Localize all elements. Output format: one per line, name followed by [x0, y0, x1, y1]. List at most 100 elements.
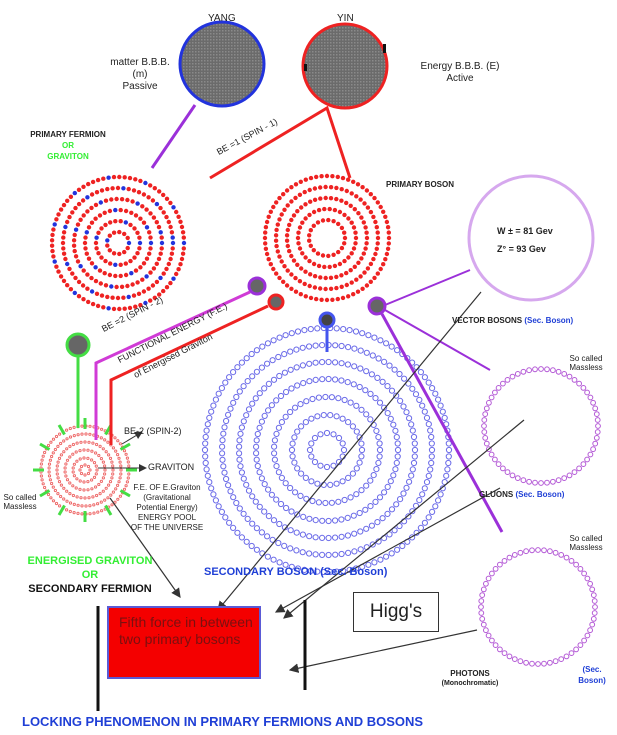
ring-dot	[284, 238, 290, 243]
ring-dot	[107, 248, 113, 253]
ring-dot	[291, 258, 297, 263]
ring-dot	[253, 546, 260, 553]
ring-dot	[345, 344, 352, 351]
ring-dot	[61, 235, 66, 240]
ring-dot	[201, 446, 209, 454]
ring-dot	[103, 258, 108, 264]
ring-dot	[372, 498, 379, 505]
ring-dot	[100, 509, 104, 513]
ring-dot	[253, 347, 260, 354]
ring-dot	[126, 186, 131, 192]
ring-dot	[125, 480, 130, 484]
ring-dot	[277, 195, 282, 201]
ring-dot	[501, 650, 508, 656]
ring-dot	[58, 432, 62, 436]
ring-dot	[75, 259, 81, 264]
ring-dot	[359, 215, 364, 220]
ring-dot	[327, 206, 332, 212]
ring-dot	[275, 353, 282, 361]
ring-dot	[309, 395, 316, 403]
ring-dot	[592, 405, 599, 412]
ring-dot	[204, 472, 211, 479]
ring-dot	[86, 464, 91, 469]
ring-dot	[363, 411, 370, 418]
ring-dot	[94, 235, 99, 240]
footer-caption: LOCKING PHENOMENON IN PRIMARY FERMIONS A…	[22, 714, 424, 729]
ring-dot	[240, 418, 247, 425]
ring-dot	[135, 280, 140, 285]
ring-dot	[118, 460, 122, 464]
ring-dot	[345, 419, 352, 426]
fifth-force-text: Fifth force in between two primary boson…	[119, 614, 253, 647]
ring-dot	[421, 485, 428, 492]
ring-dot	[230, 399, 237, 406]
ring-dot	[523, 659, 529, 666]
ring-dot	[282, 264, 287, 269]
ring-dot	[105, 186, 110, 192]
purple-connector	[150, 104, 197, 169]
ring-dot	[99, 226, 104, 231]
ring-dot	[340, 446, 348, 454]
ring-dot	[271, 266, 276, 272]
ring-dot	[375, 230, 380, 235]
ring-dot	[357, 365, 364, 372]
ring-dot	[362, 270, 367, 275]
ring-dot	[517, 549, 524, 556]
ring-dot	[334, 274, 339, 280]
ring-dot	[311, 209, 317, 215]
ring-dot	[136, 291, 142, 296]
ring-dot	[327, 568, 334, 576]
ring-dot	[509, 373, 516, 380]
ring-dot	[118, 262, 123, 267]
ring-dot	[410, 433, 418, 441]
ring-dot	[47, 462, 52, 466]
ring-dot	[439, 408, 446, 415]
ring-dot	[373, 427, 380, 434]
ring-dot	[154, 220, 159, 225]
ring-dot	[371, 559, 378, 566]
ring-dot	[282, 207, 287, 212]
ring-dot	[161, 288, 166, 294]
ring-dot	[106, 175, 111, 180]
ring-dot	[388, 550, 395, 557]
ring-dot	[261, 412, 268, 419]
ring-dot	[308, 272, 313, 277]
ring-dot	[73, 205, 78, 211]
ring-dot	[364, 230, 369, 235]
energised-graviton-title: ENERGISED GRAVITON	[27, 555, 153, 567]
ring-dot	[49, 496, 53, 500]
ring-dot	[301, 566, 308, 574]
ring-dot	[318, 286, 323, 291]
ring-dot	[148, 240, 154, 246]
ring-dot	[115, 295, 121, 301]
ring-dot	[419, 491, 426, 498]
ring-dot	[357, 347, 364, 354]
ring-dot	[105, 238, 110, 243]
ring-dot	[227, 405, 234, 412]
ring-dot	[43, 485, 47, 490]
ring-dot	[146, 195, 151, 200]
ring-dot	[344, 200, 349, 206]
ring-dot	[75, 222, 81, 227]
ring-dot	[248, 350, 255, 358]
ring-dot	[276, 372, 283, 380]
ring-dot	[332, 207, 338, 213]
ring-dot	[306, 360, 313, 367]
ring-dot	[274, 227, 279, 233]
ring-dot	[276, 520, 283, 528]
be1-connector	[209, 105, 352, 180]
ring-dot	[263, 225, 269, 230]
ring-dot	[376, 446, 384, 454]
ring-dot	[365, 332, 372, 339]
ring-dot	[39, 474, 44, 478]
ring-dot	[99, 500, 103, 504]
purple-line	[384, 309, 491, 371]
ring-dot	[75, 495, 79, 499]
yang-sphere	[178, 20, 266, 108]
ring-dot	[370, 472, 377, 479]
graviton-massless-2: Massless	[3, 502, 37, 511]
ring-dot	[92, 511, 96, 515]
ring-dot	[118, 219, 123, 224]
ring-dot	[135, 230, 140, 235]
ring-dot	[76, 294, 82, 299]
